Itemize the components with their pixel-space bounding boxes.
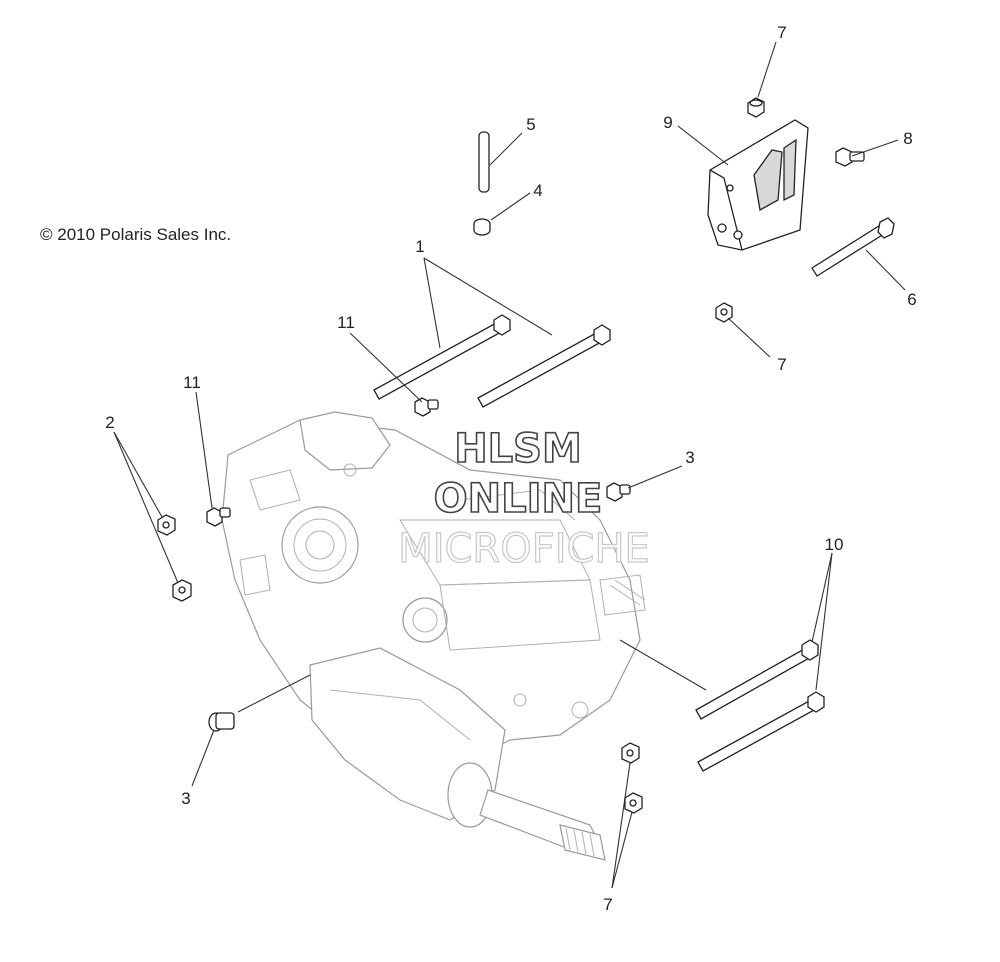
callout-9: 9 [663, 113, 672, 132]
part-7-nuts-lower [621, 742, 643, 814]
part-4-bushing [473, 218, 491, 236]
watermark: HLSM ONLINE MICROFICHE [398, 425, 651, 572]
part-3-bolt-right [606, 482, 631, 502]
callout-1: 1 [415, 237, 424, 256]
callout-11-left: 11 [183, 373, 201, 392]
callout-7-top: 7 [777, 23, 786, 42]
watermark-line2: ONLINE [434, 476, 603, 522]
part-2-nuts [157, 514, 192, 602]
part-5-dowel-pin [478, 131, 490, 193]
callout-5: 5 [526, 115, 535, 134]
callout-3-left: 3 [181, 789, 190, 808]
engine-crankcase [221, 411, 646, 861]
leader-lines [113, 41, 906, 889]
callout-10: 10 [825, 535, 844, 554]
part-10-long-bolts [695, 639, 825, 772]
part-8-bolt [835, 147, 865, 167]
callout-11-upper: 11 [337, 313, 355, 332]
callout-numbers: 7 5 4 9 8 6 7 1 11 11 2 3 3 10 7 [105, 23, 916, 914]
callout-2: 2 [105, 413, 114, 432]
part-11-bolt-upper [414, 397, 439, 417]
watermark-line1: HLSM [454, 426, 582, 472]
callout-7-middle: 7 [777, 355, 786, 374]
part-6-long-bolt [811, 217, 895, 277]
part-3-plug-left [208, 712, 235, 732]
part-7-nut-middle [715, 302, 733, 323]
part-9-bracket [707, 119, 809, 251]
watermark-line3: MICROFICHE [398, 526, 650, 572]
part-11-bolt-left [206, 507, 231, 527]
callout-4: 4 [533, 181, 542, 200]
callout-7-lower: 7 [603, 895, 612, 914]
part-7-nut-top [747, 97, 765, 118]
part-1-long-bolts [373, 314, 611, 408]
callout-3-right: 3 [685, 448, 694, 467]
copyright-text: © 2010 Polaris Sales Inc. [40, 225, 231, 244]
callout-8: 8 [903, 129, 912, 148]
callout-6: 6 [907, 290, 916, 309]
